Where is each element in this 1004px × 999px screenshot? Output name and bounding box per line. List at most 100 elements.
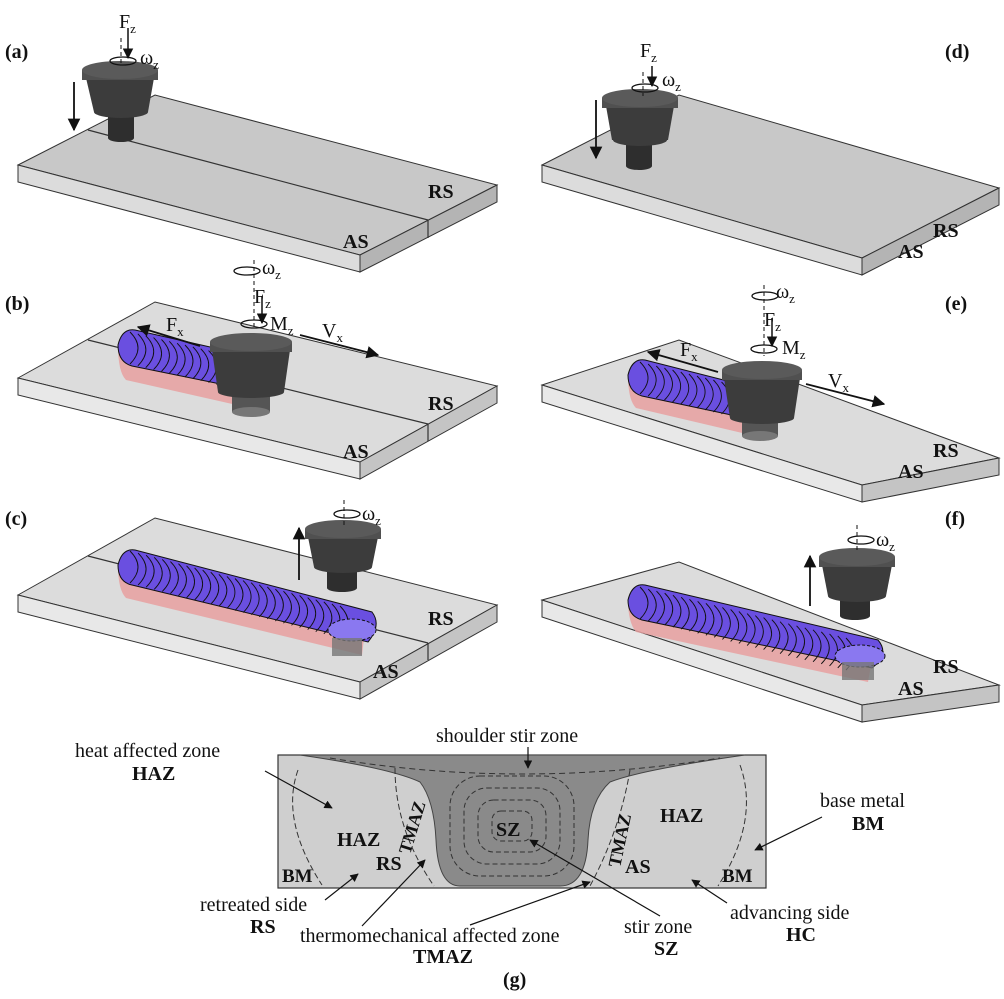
panel-b-rs: RS [428, 393, 454, 415]
tool [305, 520, 381, 592]
weld-ripple [315, 599, 325, 632]
label-haz-left: HAZ [337, 829, 380, 851]
panel-a-rs: RS [428, 181, 454, 203]
weld-ripple [647, 588, 657, 622]
plate-side [861, 457, 1000, 503]
panel-c-rs: RS [428, 608, 454, 630]
weld-ripple [323, 601, 333, 635]
weld-ripple [672, 369, 682, 403]
weld-ripple [242, 580, 252, 613]
weld-ripple [829, 633, 838, 667]
weld-ripple [639, 586, 649, 620]
panel-a: (a) Fz ωz RS AS [5, 11, 499, 273]
stir-contour [491, 810, 533, 842]
plate-side [861, 684, 1000, 723]
weld-ripple [258, 584, 268, 618]
weld-ripple [226, 576, 236, 609]
panel-e-as: AS [898, 461, 924, 483]
weld-ripple [283, 590, 292, 624]
weld-ripple [299, 595, 309, 628]
weld-ripple [796, 625, 806, 659]
weld-ripple [680, 596, 690, 630]
weld-ripple [291, 592, 300, 626]
weld-ripple [161, 339, 170, 372]
panel-c-wz: ωz [362, 503, 381, 528]
weld-ripple [689, 598, 698, 632]
weld-ripple [192, 346, 202, 380]
label-stir-text: stir zone [624, 916, 692, 938]
stir-contour [477, 799, 547, 853]
panel-e-fx: Fx [680, 339, 698, 364]
weld-ripple [153, 337, 163, 370]
panel-f-rs: RS [933, 656, 959, 678]
weld-ripple [186, 565, 195, 599]
weld-ripple [218, 573, 228, 607]
weld-ripple [664, 367, 673, 401]
weld-ripple [672, 594, 682, 628]
weld-ripple [194, 567, 204, 601]
weld-ripple [713, 605, 723, 638]
weld-ripple [647, 363, 657, 397]
weld-ripple [696, 375, 706, 409]
panel-b-as: AS [343, 441, 369, 463]
panel-d-label: (d) [945, 41, 969, 63]
weld-ripple [161, 559, 171, 592]
weld-ripple [170, 561, 179, 594]
panel-d-as: AS [898, 241, 924, 263]
label-bm-left: BM [282, 866, 313, 887]
panel-b-label: (b) [5, 293, 29, 315]
weld-ripple [184, 344, 194, 378]
label-haz-text: heat affected zone [75, 740, 220, 762]
panel-a-label: (a) [5, 41, 28, 63]
weld-ripple [730, 609, 740, 642]
weld-ripple [176, 342, 186, 376]
label-thermo-text: thermomechanical affected zone [300, 925, 560, 947]
tool [82, 61, 158, 142]
label-stir-abbr: SZ [654, 938, 678, 960]
panel-b: (b) ωz Fz Mz Fx Vx RS AS [5, 257, 499, 480]
panel-b-wz: ωz [262, 257, 281, 282]
weld-ripple [210, 571, 220, 605]
joint-line [87, 129, 429, 221]
label-advancing-abbr: HC [786, 924, 816, 946]
label-haz-right: HAZ [660, 805, 703, 827]
weld-ripple [234, 578, 244, 611]
stir-contour [449, 775, 575, 877]
panel-c: (c) ωz RS AS [5, 500, 499, 700]
weld-ripple [788, 623, 797, 657]
weld-ripple [250, 582, 260, 616]
weld-ripple [705, 603, 715, 636]
weld-ripple [812, 629, 822, 663]
label-rs-in: RS [376, 853, 402, 875]
panel-d-rs: RS [933, 220, 959, 242]
panel-a-wz: ωz [140, 47, 159, 72]
label-shoulder: shoulder stir zone [436, 725, 578, 747]
tool [210, 333, 292, 417]
panel-d-fz: Fz [640, 40, 657, 65]
label-sz: SZ [496, 819, 520, 841]
panel-g-cross-section: shoulder stir zone SZ HAZ HAZ TMAZ TMAZ … [75, 725, 905, 991]
panel-c-label: (c) [5, 508, 27, 530]
weld-ripple [655, 365, 665, 399]
panel-f-as: AS [898, 678, 924, 700]
label-retreated-text: retreated side [200, 894, 307, 916]
stir-zone-region [299, 754, 746, 887]
weld-ripple [153, 557, 163, 590]
label-haz-abbr: HAZ [132, 763, 175, 785]
panel-e-fz: Fz [764, 309, 781, 334]
panel-e-label: (e) [945, 293, 967, 315]
weld-ripple [266, 586, 276, 620]
panel-e-wz: ωz [776, 281, 795, 306]
weld-ripple [178, 563, 187, 597]
panel-c-as: AS [373, 661, 399, 683]
panel-f: (f) ωz RS AS [540, 508, 1001, 723]
panel-e-mz: Mz [782, 337, 806, 362]
panel-d-wz: ωz [662, 69, 681, 94]
weld-bead [117, 549, 377, 656]
weld-ripple [639, 361, 649, 395]
weld-ripple [755, 615, 764, 648]
weld-ripple [145, 554, 155, 588]
panel-e: (e) ωz Fz Mz Fx Vx RS AS [540, 281, 1001, 503]
